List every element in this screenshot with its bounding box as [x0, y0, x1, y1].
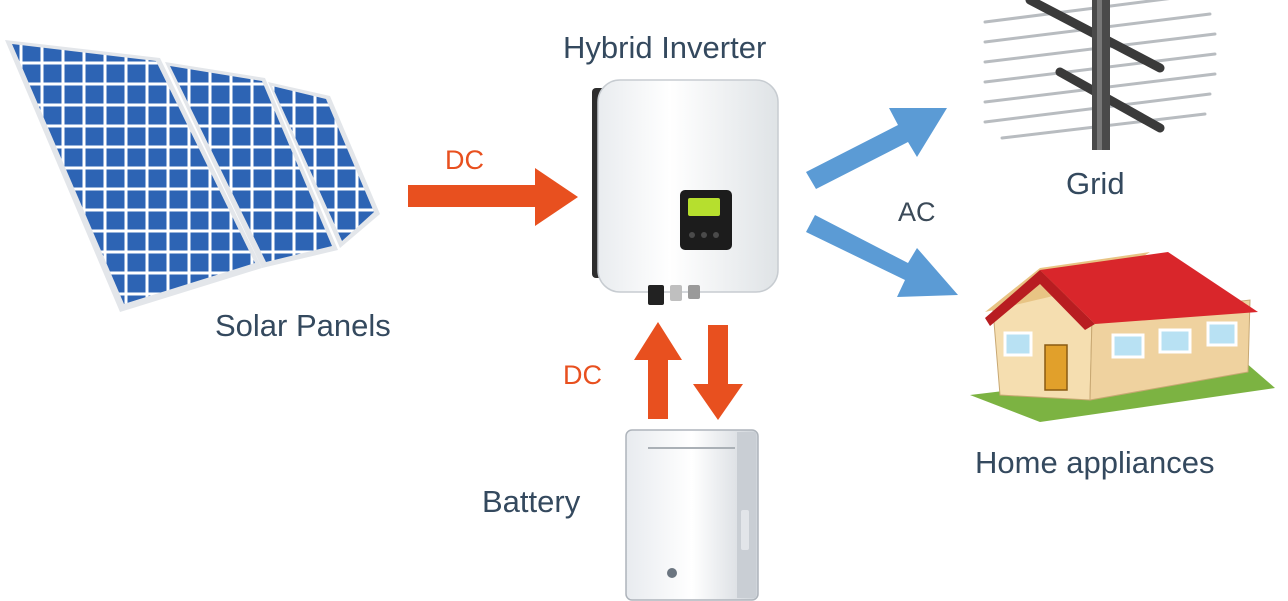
power-pole-icon: [983, 0, 1217, 150]
hybrid-inverter-icon: [592, 79, 779, 305]
ac-arrow-inverter-to-grid: [806, 108, 947, 189]
hybrid-inverter-label: Hybrid Inverter: [563, 30, 767, 65]
dc-solar-label: DC: [445, 145, 484, 175]
ac-label: AC: [898, 197, 936, 227]
dc-arrow-battery-to-inverter: [634, 322, 682, 419]
solar-panel-2: [170, 66, 332, 262]
solar-panel-3: [272, 86, 374, 241]
dc-battery-label: DC: [563, 360, 602, 390]
grid-label: Grid: [1066, 166, 1125, 201]
battery-label: Battery: [482, 484, 581, 519]
solar-panels-label: Solar Panels: [215, 308, 391, 343]
ac-arrow-inverter-to-home: [806, 215, 958, 297]
home-appliances-label: Home appliances: [975, 445, 1215, 480]
dc-arrow-inverter-to-battery: [693, 325, 743, 420]
house-icon: [970, 252, 1275, 422]
dc-arrow-solar-to-inverter: [408, 168, 578, 226]
solar-panels-icon: [5, 40, 380, 312]
battery-icon: [625, 429, 759, 601]
solar-panel-1: [12, 44, 255, 304]
